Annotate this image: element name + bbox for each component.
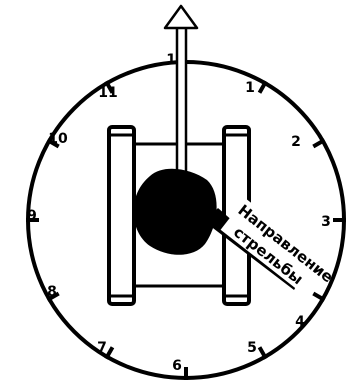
hour-1: 1 (245, 80, 255, 96)
hour-10: 10 (48, 131, 68, 147)
hour-9: 9 (27, 208, 37, 224)
hour-2: 2 (291, 134, 301, 150)
forward-arrow-head (165, 6, 197, 28)
hour-3: 3 (321, 214, 331, 230)
left-track (109, 127, 134, 304)
hour-7: 7 (97, 340, 107, 356)
hour-6: 6 (172, 358, 182, 374)
tank-turret (133, 169, 216, 255)
hour-8: 8 (47, 284, 57, 300)
hour-5: 5 (247, 340, 257, 356)
hour-4: 4 (295, 314, 305, 330)
hour-11: 11 (98, 85, 117, 101)
